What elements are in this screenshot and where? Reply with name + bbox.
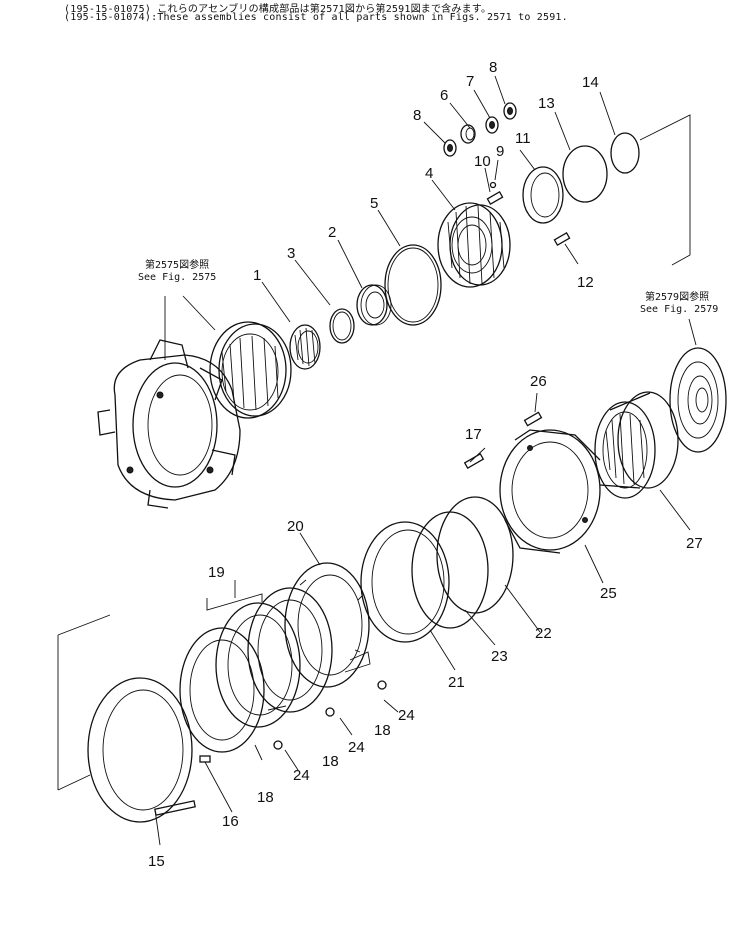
- part-1-needle-bearing: [289, 324, 321, 370]
- callout-19: 19: [208, 564, 225, 581]
- part-26-pin: [523, 411, 543, 427]
- callout-15: 15: [148, 853, 165, 870]
- part-15-end-plate: [87, 677, 196, 823]
- callout-16: 16: [222, 813, 239, 830]
- callout-12: 12: [577, 274, 594, 291]
- part-13-snap-ring: [562, 145, 608, 203]
- part-18-friction-plate-b: [179, 627, 265, 753]
- callout-13: 13: [538, 95, 555, 112]
- callout-25: 25: [600, 585, 617, 602]
- part-24-spring-a: [377, 680, 387, 690]
- part-21-piston: [360, 521, 450, 643]
- callout-6: 6: [440, 87, 448, 104]
- callout-5: 5: [370, 195, 378, 212]
- part-7-needle: [485, 116, 499, 134]
- callout-24c: 24: [293, 767, 310, 784]
- callout-1: 1: [253, 267, 261, 284]
- part-5-large-snap-ring: [384, 244, 442, 326]
- callout-2: 2: [328, 224, 336, 241]
- ref-left-jp: 第2575図参照: [145, 258, 209, 271]
- part-19-plate: [215, 602, 301, 728]
- callout-3: 3: [287, 245, 295, 262]
- part-20-separator-plate: [284, 562, 370, 688]
- callout-8b: 8: [489, 59, 497, 76]
- part-11-ring: [522, 166, 564, 224]
- part-4-carrier: [437, 202, 511, 288]
- callout-11: 11: [515, 130, 531, 147]
- part-10-pin: [486, 191, 504, 205]
- part-8-washer-right: [503, 102, 517, 120]
- part-17-pin: [463, 453, 485, 469]
- ref-left-en: See Fig. 2575: [138, 272, 216, 283]
- callout-18b: 18: [322, 753, 339, 770]
- part-23-seal-ring: [411, 511, 489, 629]
- part-18-friction-plate-a: [247, 587, 333, 713]
- part-16-pin: [199, 755, 211, 763]
- part-14-snap-ring: [610, 132, 640, 174]
- callout-10: 10: [474, 153, 491, 170]
- ref-right-jp: 第2579図参照: [645, 290, 709, 303]
- cover-right: [669, 347, 727, 453]
- header-japanese-note: (195-15-01075) これらのアセンブリの構成部品は第2571図から第2…: [64, 4, 492, 15]
- part-25-housing: [499, 429, 601, 554]
- callout-23: 23: [491, 648, 508, 665]
- part-24-spring-c: [273, 740, 283, 750]
- callout-17: 17: [465, 426, 482, 443]
- part-6-pinion-bearing: [460, 124, 476, 144]
- ref-right-en: See Fig. 2579: [640, 304, 718, 315]
- callout-24b: 24: [348, 739, 365, 756]
- housing-left: [97, 339, 241, 509]
- part-9-ball: [489, 181, 497, 189]
- callout-7: 7: [466, 73, 474, 90]
- callout-22: 22: [535, 625, 552, 642]
- part-2-bearing: [356, 284, 392, 326]
- part-1-ring-gear: [209, 321, 292, 419]
- part-8-washer-left: [443, 139, 457, 157]
- callout-4: 4: [425, 165, 433, 182]
- part-3-snap-ring: [329, 308, 355, 344]
- part-12-pin: [553, 232, 571, 246]
- header-english-note: (195-15-01074):These assemblies consist …: [64, 12, 568, 23]
- callout-20: 20: [287, 518, 304, 535]
- callout-14: 14: [582, 74, 599, 91]
- callout-18c: 18: [374, 722, 391, 739]
- callout-26: 26: [530, 373, 547, 390]
- callout-21: 21: [448, 674, 465, 691]
- leader-lines: [57, 75, 697, 846]
- part-27-clutch-drum: [594, 391, 679, 499]
- callout-8a: 8: [413, 107, 421, 124]
- callout-24a: 24: [398, 707, 415, 724]
- part-24-spring-b: [325, 707, 335, 717]
- callout-27: 27: [686, 535, 703, 552]
- callout-18a: 18: [257, 789, 274, 806]
- callout-9: 9: [496, 143, 504, 160]
